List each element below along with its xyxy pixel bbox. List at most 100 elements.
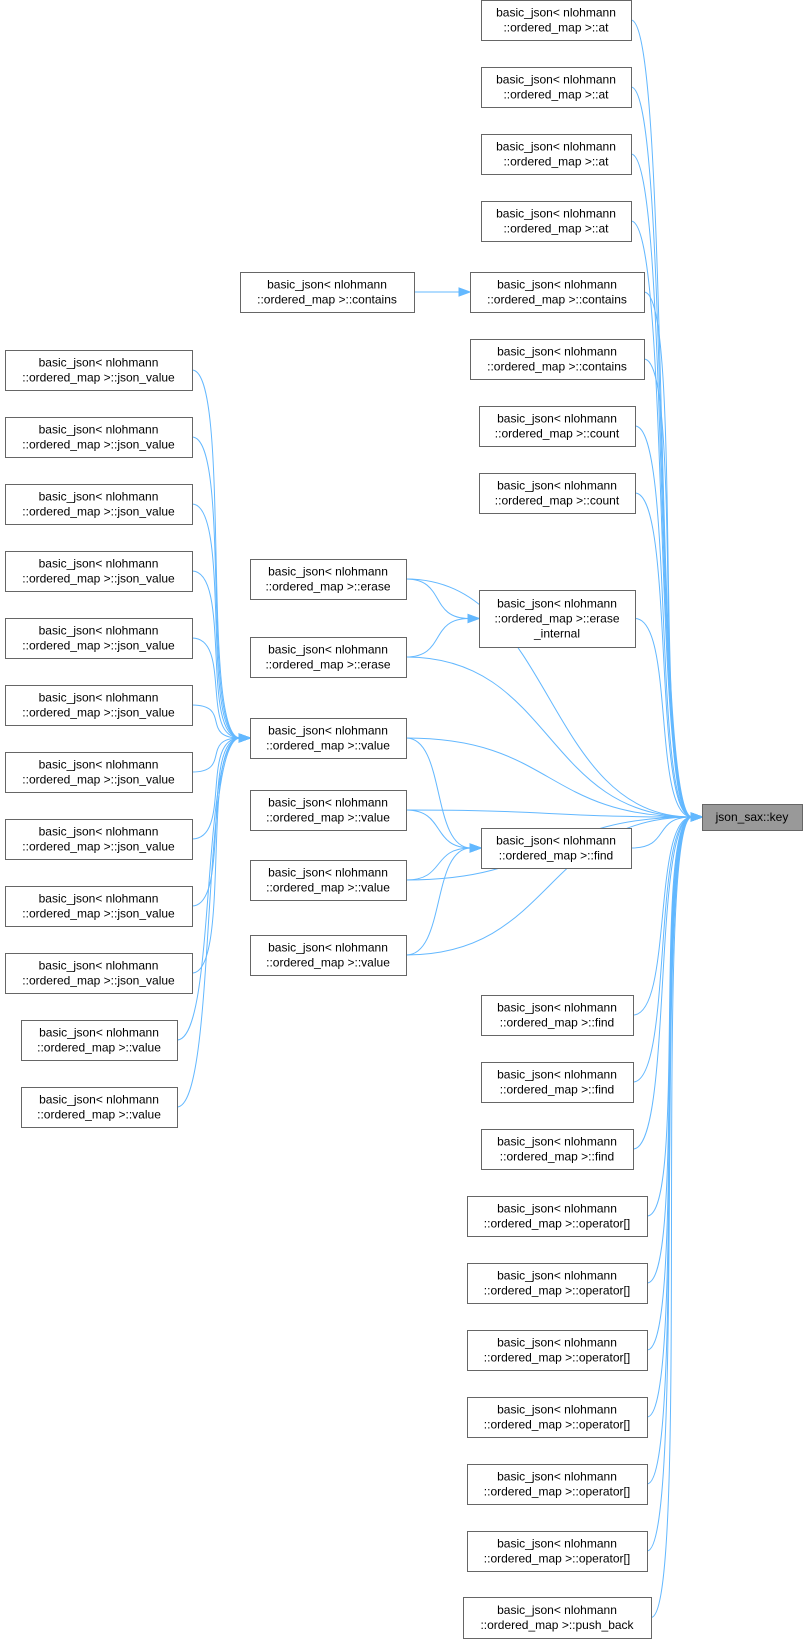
node-box: [481, 134, 632, 175]
node-label: ::ordered_map >::contains: [487, 293, 627, 307]
node-op3[interactable]: basic_json< nlohmann::ordered_map >::ope…: [467, 1330, 648, 1371]
node-jv2[interactable]: basic_json< nlohmann::ordered_map >::jso…: [5, 417, 193, 458]
node-label: basic_json< nlohmann: [39, 624, 159, 638]
node-label: basic_json< nlohmann: [496, 834, 616, 848]
node-count1[interactable]: basic_json< nlohmann::ordered_map >::cou…: [479, 406, 636, 447]
node-count2[interactable]: basic_json< nlohmann::ordered_map >::cou…: [479, 473, 636, 514]
node-box: [470, 272, 645, 313]
node-jv8[interactable]: basic_json< nlohmann::ordered_map >::jso…: [5, 819, 193, 860]
edges-layer: [176, 19, 704, 1618]
node-label: ::ordered_map >::json_value: [22, 706, 175, 720]
edge-jv10-to-value-hub: [191, 737, 241, 974]
node-jv9[interactable]: basic_json< nlohmann::ordered_map >::jso…: [5, 886, 193, 927]
node-value2[interactable]: basic_json< nlohmann::ordered_map >::val…: [250, 790, 407, 831]
node-push-back[interactable]: basic_json< nlohmann::ordered_map >::pus…: [463, 1597, 652, 1639]
node-erase-internal[interactable]: basic_json< nlohmann::ordered_map >::era…: [479, 590, 636, 648]
edge-erase1-to-erase-internal: [405, 578, 470, 619]
edge-jv6-to-value-hub: [191, 704, 241, 739]
node-at4[interactable]: basic_json< nlohmann::ordered_map >::at: [481, 201, 632, 242]
node-label: ::ordered_map >::operator[]: [484, 1351, 630, 1365]
edge-value4-to-target: [405, 816, 693, 956]
node-box: [21, 1087, 178, 1128]
node-at2[interactable]: basic_json< nlohmann::ordered_map >::at: [481, 67, 632, 108]
edge-jv3-to-value-hub: [191, 503, 241, 739]
node-jv1[interactable]: basic_json< nlohmann::ordered_map >::jso…: [5, 350, 193, 391]
edge-find3-to-target: [632, 816, 693, 1150]
node-label: basic_json< nlohmann: [39, 423, 159, 437]
node-find-mid[interactable]: basic_json< nlohmann::ordered_map >::fin…: [481, 828, 632, 869]
node-value3[interactable]: basic_json< nlohmann::ordered_map >::val…: [250, 860, 407, 901]
node-at3[interactable]: basic_json< nlohmann::ordered_map >::at: [481, 134, 632, 175]
edge-at3-to-target: [630, 153, 693, 818]
node-find2[interactable]: basic_json< nlohmann::ordered_map >::fin…: [481, 1062, 634, 1103]
node-erase1[interactable]: basic_json< nlohmann::ordered_map >::era…: [250, 559, 407, 600]
edge-contains-r1-to-target: [643, 291, 693, 818]
node-box: [481, 1062, 634, 1103]
node-label: basic_json< nlohmann: [496, 207, 616, 221]
node-label: ::ordered_map >::json_value: [22, 572, 175, 586]
node-label: ::ordered_map >::json_value: [22, 505, 175, 519]
node-box: [479, 473, 636, 514]
node-label: ::ordered_map >::count: [495, 427, 620, 441]
node-label: ::ordered_map >::operator[]: [484, 1552, 630, 1566]
node-box: [467, 1397, 648, 1438]
node-at1[interactable]: basic_json< nlohmann::ordered_map >::at: [481, 0, 632, 41]
node-label: ::ordered_map >::value: [266, 956, 390, 970]
node-op4[interactable]: basic_json< nlohmann::ordered_map >::ope…: [467, 1397, 648, 1438]
node-label: basic_json< nlohmann: [497, 1068, 617, 1082]
node-box: [5, 752, 193, 793]
node-jv4[interactable]: basic_json< nlohmann::ordered_map >::jso…: [5, 551, 193, 592]
node-box: [5, 819, 193, 860]
node-op5[interactable]: basic_json< nlohmann::ordered_map >::ope…: [467, 1464, 648, 1505]
node-label: json_sax::key: [715, 810, 789, 824]
node-find3[interactable]: basic_json< nlohmann::ordered_map >::fin…: [481, 1129, 634, 1170]
node-label: ::ordered_map >::at: [503, 222, 609, 236]
node-box: [5, 551, 193, 592]
node-label: basic_json< nlohmann: [497, 1202, 617, 1216]
node-value4[interactable]: basic_json< nlohmann::ordered_map >::val…: [250, 935, 407, 976]
focus-node[interactable]: json_sax::key: [702, 804, 803, 831]
node-label: basic_json< nlohmann: [496, 140, 616, 154]
node-label: basic_json< nlohmann: [39, 1093, 159, 1107]
node-box: [250, 790, 407, 831]
node-erase2[interactable]: basic_json< nlohmann::ordered_map >::era…: [250, 637, 407, 678]
arrowhead: [467, 613, 481, 624]
node-box: [21, 1020, 178, 1061]
node-label: basic_json< nlohmann: [39, 490, 159, 504]
arrowhead: [458, 287, 472, 297]
node-op6[interactable]: basic_json< nlohmann::ordered_map >::ope…: [467, 1531, 648, 1572]
node-label: basic_json< nlohmann: [267, 278, 387, 292]
node-contains-l[interactable]: basic_json< nlohmann::ordered_map >::con…: [240, 272, 415, 313]
node-op2[interactable]: basic_json< nlohmann::ordered_map >::ope…: [467, 1263, 648, 1304]
node-label: ::ordered_map >::at: [503, 155, 609, 169]
node-label: ::ordered_map >::value: [37, 1041, 161, 1055]
edge-contains-r2-to-target: [643, 358, 693, 818]
node-jv5[interactable]: basic_json< nlohmann::ordered_map >::jso…: [5, 618, 193, 659]
node-lv2[interactable]: basic_json< nlohmann::ordered_map >::val…: [21, 1087, 178, 1128]
edge-value-hub-to-target: [405, 737, 693, 818]
node-jv6[interactable]: basic_json< nlohmann::ordered_map >::jso…: [5, 685, 193, 726]
node-label: ::ordered_map >::at: [503, 21, 609, 35]
node-contains-r1[interactable]: basic_json< nlohmann::ordered_map >::con…: [470, 272, 645, 313]
node-jv10[interactable]: basic_json< nlohmann::ordered_map >::jso…: [5, 953, 193, 994]
node-jv3[interactable]: basic_json< nlohmann::ordered_map >::jso…: [5, 484, 193, 525]
node-box: [479, 406, 636, 447]
node-box: [467, 1263, 648, 1304]
edge-jv1-to-value-hub: [191, 369, 241, 739]
node-find1[interactable]: basic_json< nlohmann::ordered_map >::fin…: [481, 995, 634, 1036]
node-contains-r2[interactable]: basic_json< nlohmann::ordered_map >::con…: [470, 339, 645, 380]
node-label: basic_json< nlohmann: [268, 941, 388, 955]
node-op1[interactable]: basic_json< nlohmann::ordered_map >::ope…: [467, 1196, 648, 1237]
edge-erase-internal-to-target: [634, 618, 693, 818]
edge-value3-to-find-mid: [405, 847, 472, 881]
node-label: ::ordered_map >::find: [500, 1083, 614, 1097]
node-label: basic_json< nlohmann: [268, 724, 388, 738]
edge-push-back-to-target: [650, 816, 693, 1618]
node-jv7[interactable]: basic_json< nlohmann::ordered_map >::jso…: [5, 752, 193, 793]
node-lv1[interactable]: basic_json< nlohmann::ordered_map >::val…: [21, 1020, 178, 1061]
node-label: ::ordered_map >::value: [266, 739, 390, 753]
node-label: ::ordered_map >::count: [495, 494, 620, 508]
node-label: basic_json< nlohmann: [497, 412, 617, 426]
node-value-hub[interactable]: basic_json< nlohmann::ordered_map >::val…: [250, 718, 407, 759]
